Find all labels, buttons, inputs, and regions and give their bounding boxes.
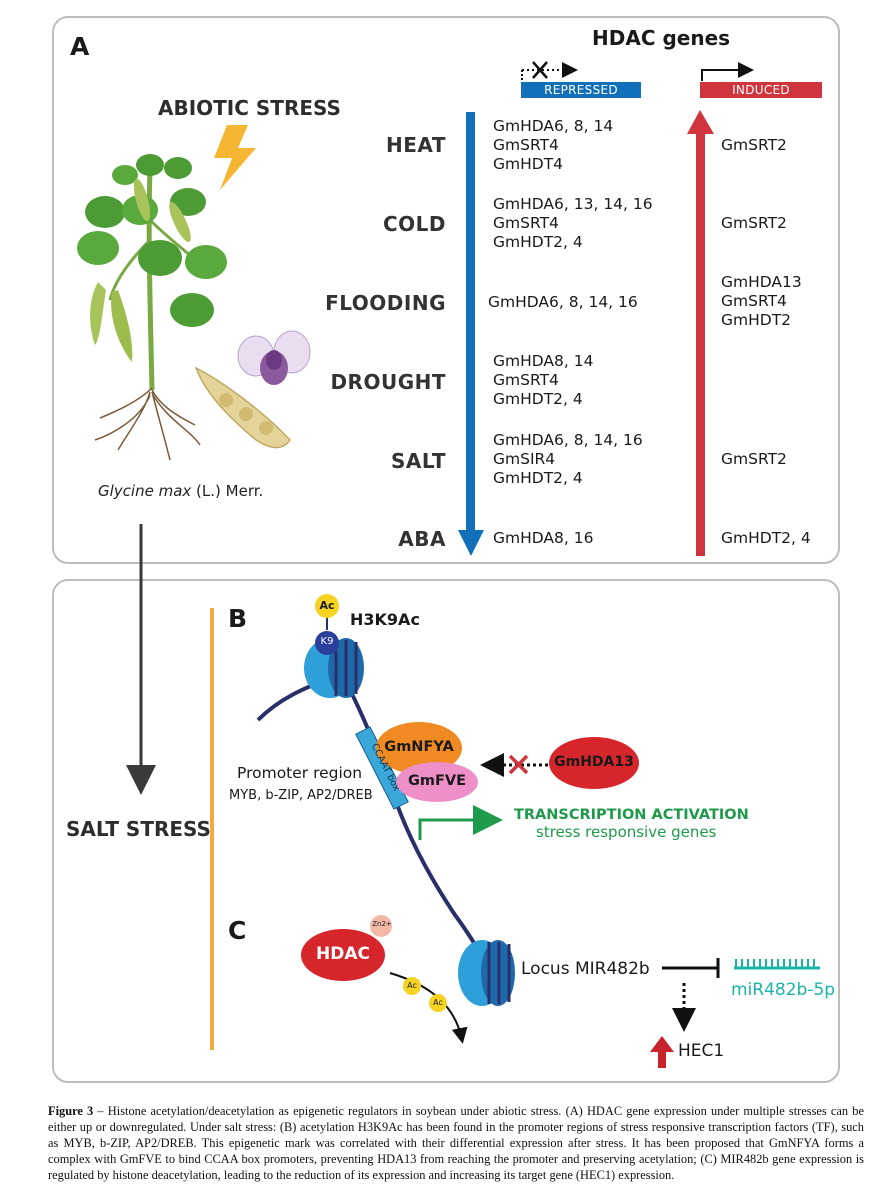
flower-illustration (237, 330, 311, 385)
panel-b-letter: B (228, 604, 248, 633)
k9-label: K9 (320, 636, 334, 647)
repressed-genes-cold: GmHDA6, 13, 14, 16 GmSRT4 GmHDT2, 4 (493, 195, 653, 251)
induced-genes-flooding: GmHDA13 GmSRT4 GmHDT2 (721, 273, 802, 329)
induced-label: INDUCED (700, 82, 822, 98)
mirna-icon (734, 959, 820, 970)
gmfve-complex (396, 762, 478, 802)
acetyl-2-label: Ac (433, 998, 443, 1007)
panel-a (52, 16, 840, 564)
species-label: Glycine max (L.) Merr. (98, 482, 263, 500)
repressed-icon (521, 61, 578, 80)
induced-arrow (687, 110, 714, 556)
caption-label: Figure 3 (48, 1104, 94, 1118)
salt-stress-label: SALT STRESS (66, 817, 211, 841)
pod-illustration (194, 366, 291, 449)
gmfve-label: GmFVE (407, 773, 467, 789)
repressed-arrow (458, 112, 484, 556)
repressed-genes-drought: GmHDA8, 14 GmSRT4 GmHDT2, 4 (493, 352, 594, 408)
repressed-genes-aba: GmHDA8, 16 (493, 529, 594, 547)
stress-heat: HEAT (386, 133, 446, 157)
nucleosome-bottom (458, 940, 515, 1006)
induced-genes-cold: GmSRT2 (721, 214, 787, 232)
stress-flooding: FLOODING (325, 291, 446, 315)
figure-caption: Figure 3 – Histone acetylation/deacetyla… (48, 1103, 864, 1183)
gmhda13-enzyme (549, 737, 639, 789)
soybean-plant-illustration (77, 154, 227, 461)
h3k9ac-label: H3K9Ac (350, 610, 420, 629)
nucleosome-top (304, 638, 364, 698)
tf-list-label: MYB, b-ZIP, AP2/DREB (229, 788, 373, 803)
activation-arrow (418, 805, 503, 840)
stress-cold: COLD (382, 212, 446, 236)
repressed-genes-heat: GmHDA6, 8, 14 GmSRT4 GmHDT4 (493, 117, 614, 173)
transcription-activation-label: TRANSCRIPTION ACTIVATION (514, 807, 749, 823)
hdac-enzyme (301, 929, 385, 981)
stress-drought: DROUGHT (330, 370, 446, 394)
repressed-genes-salt: GmHDA6, 8, 14, 16 GmSIR4 GmHDT2, 4 (493, 431, 643, 487)
panel-a-letter: A (70, 32, 90, 61)
hdac-genes-header: HDAC genes (592, 26, 731, 50)
lightning-icon (214, 125, 256, 190)
induced-genes-salt: GmSRT2 (721, 450, 787, 468)
hdac-label: HDAC (316, 944, 370, 964)
induced-genes-aba: GmHDT2, 4 (721, 529, 811, 547)
induced-icon (701, 62, 754, 81)
k9-residue (315, 631, 339, 655)
zinc-label: Zn2+ (372, 920, 392, 928)
stress-aba: ABA (398, 527, 446, 551)
locus-label: Locus MIR482b (521, 959, 650, 979)
mirna-label: miR482b-5p (731, 980, 836, 1000)
gmhda13-label: GmHDA13 (554, 754, 634, 770)
acetyl-group-2 (429, 994, 447, 1012)
gmnfya-complex (376, 722, 462, 774)
gmnfya-label: GmNFYA (384, 739, 454, 755)
zinc-ion (370, 915, 392, 937)
hec1-up-arrow (650, 1036, 674, 1068)
acetyl-group-top (315, 594, 339, 618)
caption-text: – Histone acetylation/deacetylation as e… (48, 1104, 864, 1182)
induced-genes-heat: GmSRT2 (721, 136, 787, 154)
repressed-genes-flooding: GmHDA6, 8, 14, 16 (488, 293, 638, 311)
promoter-region-label: Promoter region (237, 764, 363, 782)
abiotic-stress-label: ABIOTIC STRESS (158, 96, 341, 120)
species-italic: Glycine max (98, 482, 192, 500)
panel-c-letter: C (228, 916, 247, 945)
acetyl-1-label: Ac (407, 981, 417, 990)
stress-responsive-genes-label: stress responsive genes (536, 823, 717, 841)
deacetylation-arrow (389, 972, 468, 1044)
acetyl-top-label: Ac (319, 599, 335, 612)
stress-salt: SALT (391, 449, 446, 473)
hec1-label: HEC1 (678, 1041, 725, 1061)
repressed-label: REPRESSED (521, 82, 641, 98)
acetyl-group-1 (403, 977, 421, 995)
species-rest: (L.) Merr. (191, 482, 264, 500)
